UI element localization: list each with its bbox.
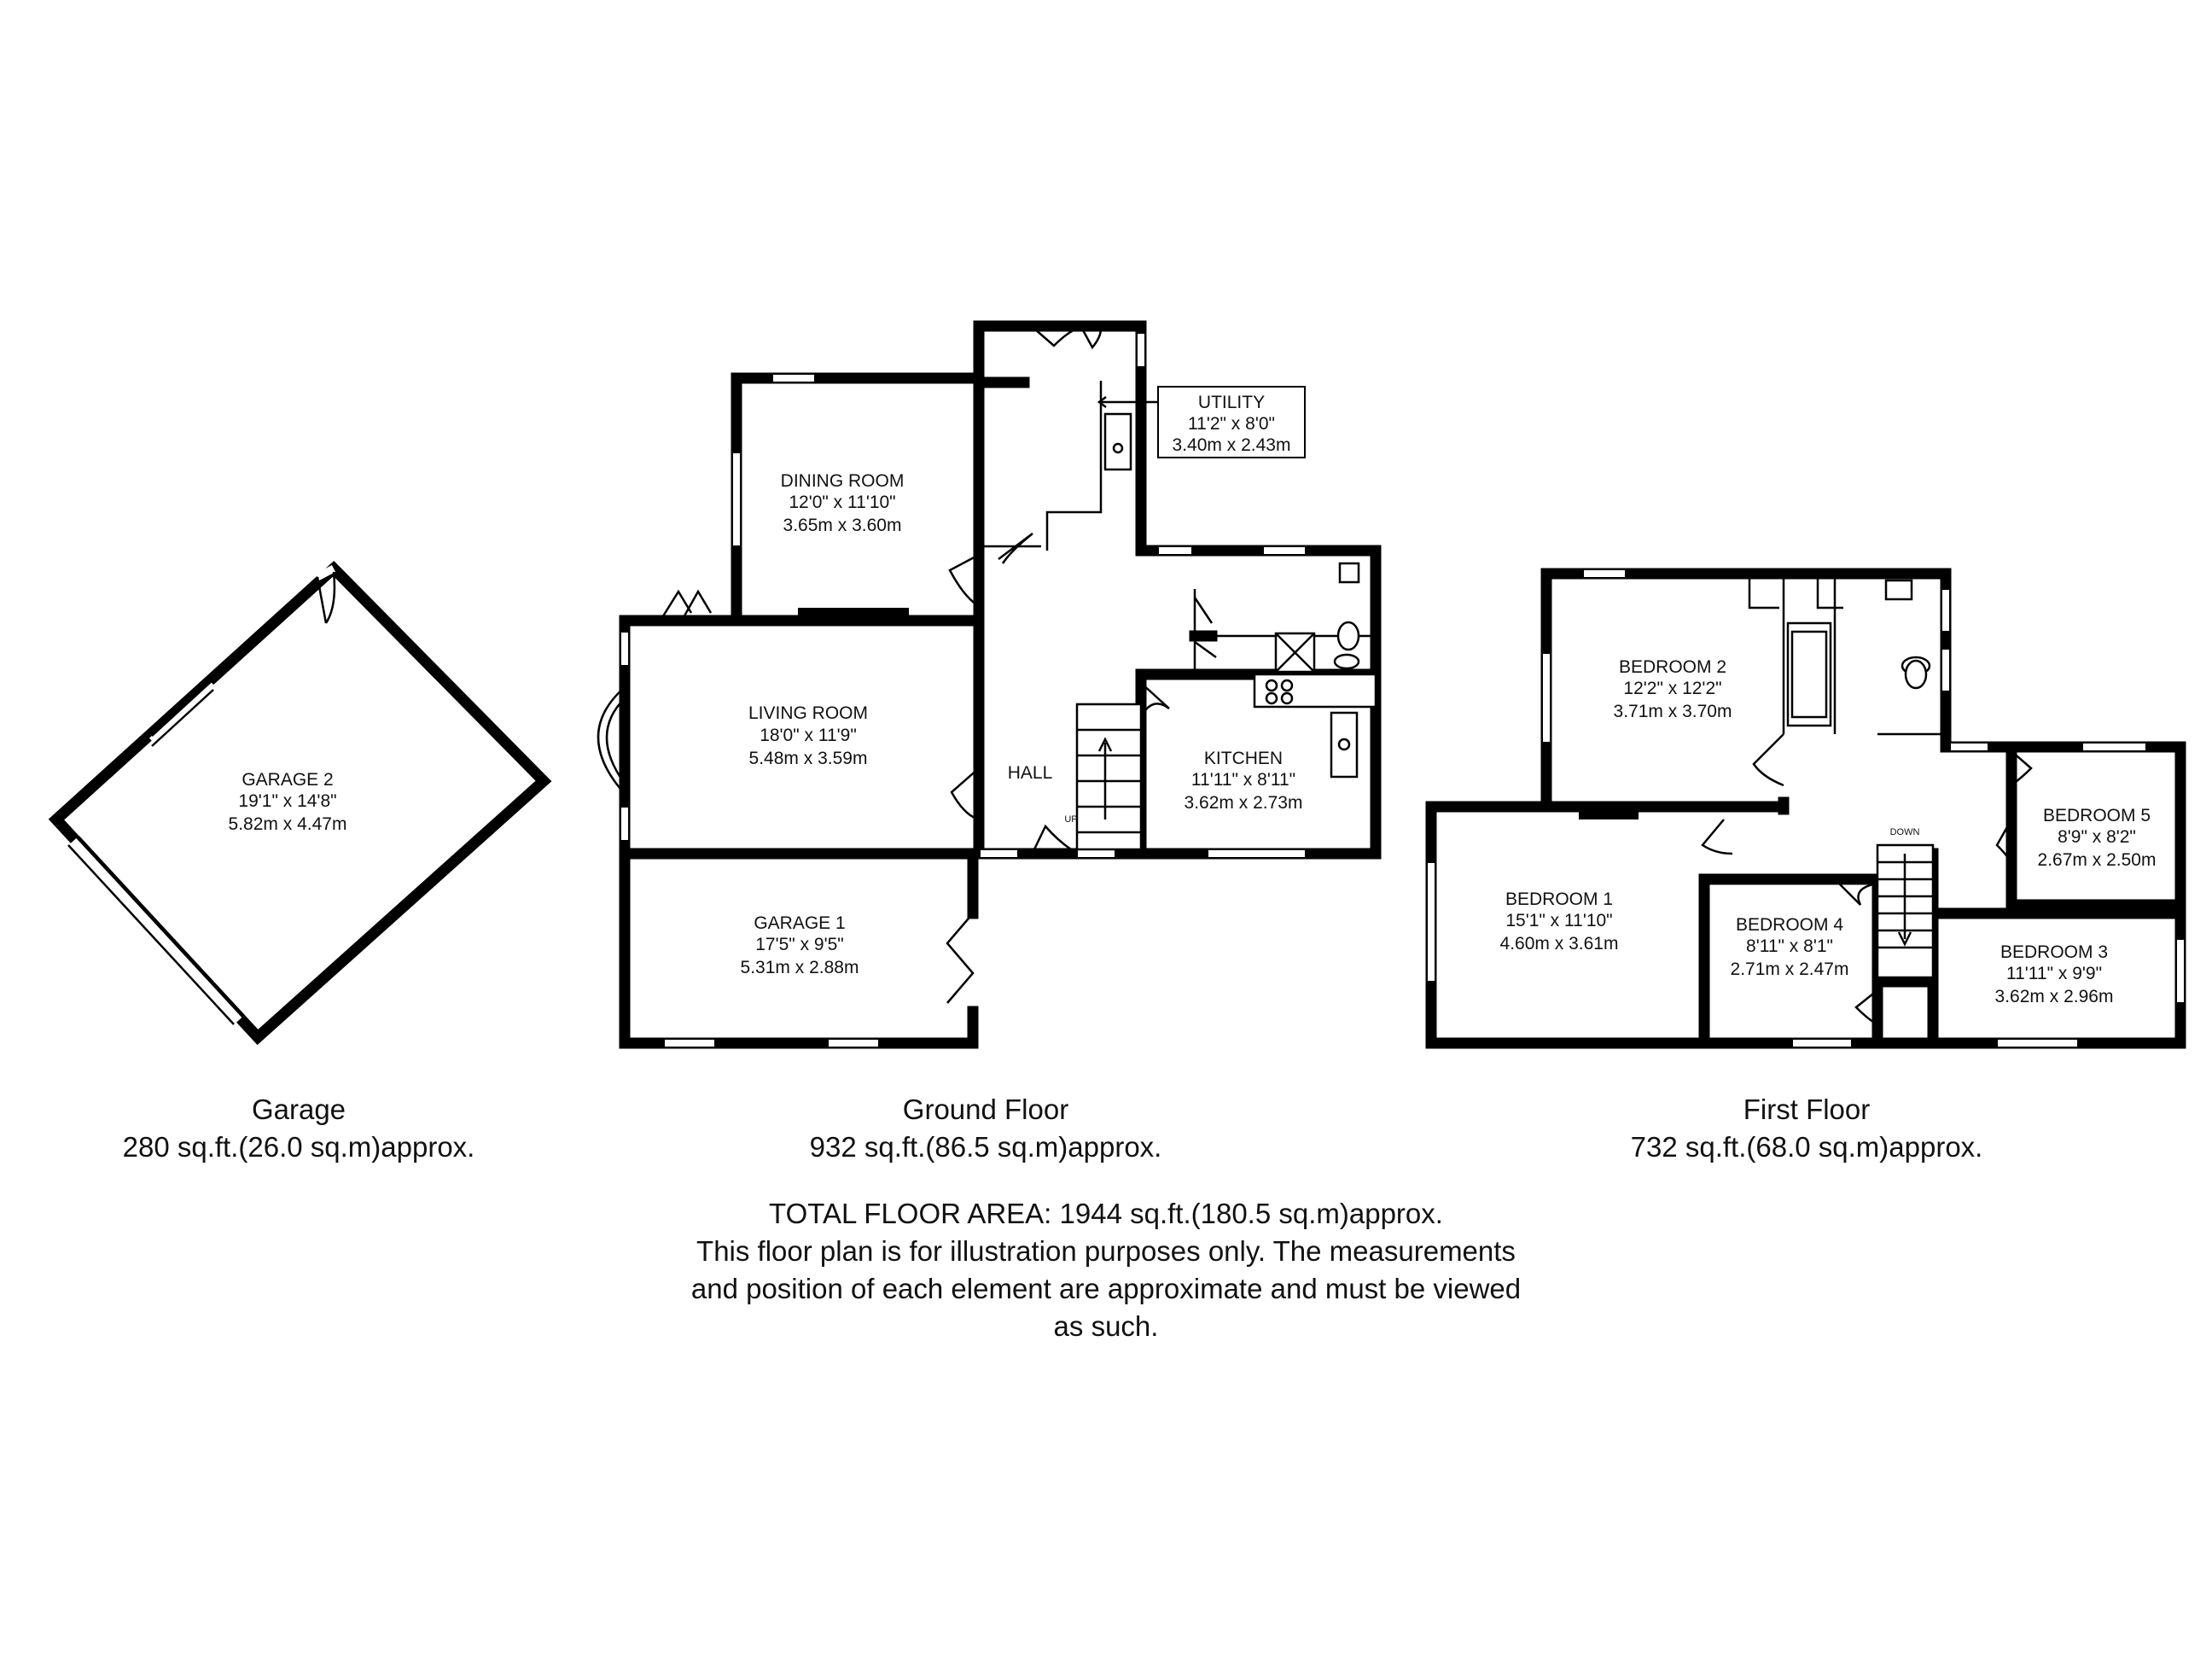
- bath: [1786, 621, 1832, 727]
- dining-room-metric: 3.65m x 3.60m: [783, 516, 902, 535]
- dining-room-imperial: 12'0" x 11'10": [789, 493, 895, 512]
- first-floor-caption-title: First Floor: [1743, 1094, 1871, 1125]
- bedroom-2-imperial: 12'2" x 12'2": [1623, 679, 1721, 698]
- footer-note: TOTAL FLOOR AREA: 1944 sq.ft.(180.5 sq.m…: [594, 1195, 1618, 1345]
- hall-name: HALL: [1008, 763, 1053, 783]
- ground-floor-caption-title: Ground Floor: [902, 1094, 1069, 1125]
- ground-floor-stairs: [1075, 703, 1143, 851]
- bedroom-1-metric: 4.60m x 3.61m: [1500, 934, 1619, 954]
- bedroom-3-imperial: 11'11" x 9'9": [2006, 964, 2102, 983]
- garage-caption-title: Garage: [251, 1094, 346, 1125]
- utility-imperial: 11'2" x 8'0": [1188, 414, 1275, 434]
- bedroom-3-metric: 3.62m x 2.96m: [1995, 987, 2114, 1006]
- garage-2-walls: [48, 561, 552, 1046]
- bedroom-5-imperial: 8'9" x 8'2": [2058, 827, 2136, 847]
- bedroom-2-metric: 3.71m x 3.70m: [1614, 702, 1732, 721]
- stairs-down-label: DOWN: [1890, 827, 1920, 837]
- bedroom-4-name: BEDROOM 4: [1736, 915, 1843, 935]
- ground-floor-plan: UTILITY 11'2" x 8'0" 3.40m x 2.43m DININ…: [597, 320, 1382, 1049]
- garage-2-metric: 5.82m x 4.47m: [229, 814, 347, 834]
- living-room-imperial: 18'0" x 11'9": [760, 726, 857, 745]
- garage-caption: Garage 280 sq.ft.(26.0 sq.m)approx.: [0, 1091, 597, 1166]
- garage-2-imperial: 19'1" x 14'8": [238, 791, 336, 811]
- living-room-metric: 5.48m x 3.59m: [749, 749, 868, 768]
- disclaimer-line-2: and position of each element are approxi…: [690, 1273, 1522, 1304]
- bedroom-5-name: BEDROOM 5: [2043, 806, 2151, 825]
- disclaimer-line-3: as such.: [1053, 1310, 1159, 1342]
- bedroom-4-metric: 2.71m x 2.47m: [1731, 959, 1849, 979]
- first-floor-caption-area: 732 sq.ft.(68.0 sq.m)approx.: [1630, 1131, 1983, 1163]
- stairs-up-label: UP: [1064, 814, 1077, 825]
- ground-floor-windows: [620, 332, 1307, 1048]
- garage-caption-area: 280 sq.ft.(26.0 sq.m)approx.: [122, 1131, 475, 1163]
- garage-2-plan: [48, 561, 552, 1046]
- first-floor-stairs: [1876, 843, 1935, 979]
- bedroom-5-metric: 2.67m x 2.50m: [2038, 850, 2157, 870]
- kitchen-name: KITCHEN: [1204, 749, 1283, 768]
- first-floor-windows: [1426, 569, 2186, 1048]
- garage-1-metric: 5.31m x 2.88m: [741, 958, 859, 977]
- bedroom-2-name: BEDROOM 2: [1619, 657, 1726, 677]
- garage-2-window: [148, 681, 217, 744]
- bedroom-4-imperial: 8'11" x 8'1": [1746, 936, 1833, 956]
- first-floor-caption: First Floor 732 sq.ft.(68.0 sq.m)approx.: [1508, 1091, 2105, 1166]
- kitchen-imperial: 11'11" x 8'11": [1191, 770, 1295, 790]
- bedroom-3-name: BEDROOM 3: [2000, 942, 2108, 962]
- disclaimer-line-1: This floor plan is for illustration purp…: [696, 1235, 1516, 1267]
- living-room-name: LIVING ROOM: [748, 703, 868, 723]
- bedroom-1-imperial: 15'1" x 11'10": [1505, 911, 1612, 930]
- ground-floor-caption: Ground Floor 932 sq.ft.(86.5 sq.m)approx…: [687, 1091, 1284, 1166]
- utility-metric: 3.40m x 2.43m: [1173, 435, 1291, 455]
- garage-1-imperial: 17'5" x 9'5": [755, 935, 844, 954]
- total-floor-area: TOTAL FLOOR AREA: 1944 sq.ft.(180.5 sq.m…: [769, 1198, 1443, 1229]
- first-floor-plan: DOWN BEDROOM 2 12'2" x 12'2" 3.71m x 3.7…: [1425, 568, 2186, 1049]
- utility-name: UTILITY: [1198, 393, 1265, 412]
- dining-room-name: DINING ROOM: [781, 471, 905, 491]
- garage-2-door: [70, 837, 242, 1024]
- utility-label-box: [1157, 386, 1306, 458]
- garage-1-name: GARAGE 1: [754, 913, 845, 933]
- kitchen-metric: 3.62m x 2.73m: [1185, 793, 1303, 813]
- garage-2-name: GARAGE 2: [242, 770, 333, 790]
- bedroom-1-name: BEDROOM 1: [1505, 889, 1613, 909]
- ground-floor-caption-area: 932 sq.ft.(86.5 sq.m)approx.: [809, 1131, 1162, 1163]
